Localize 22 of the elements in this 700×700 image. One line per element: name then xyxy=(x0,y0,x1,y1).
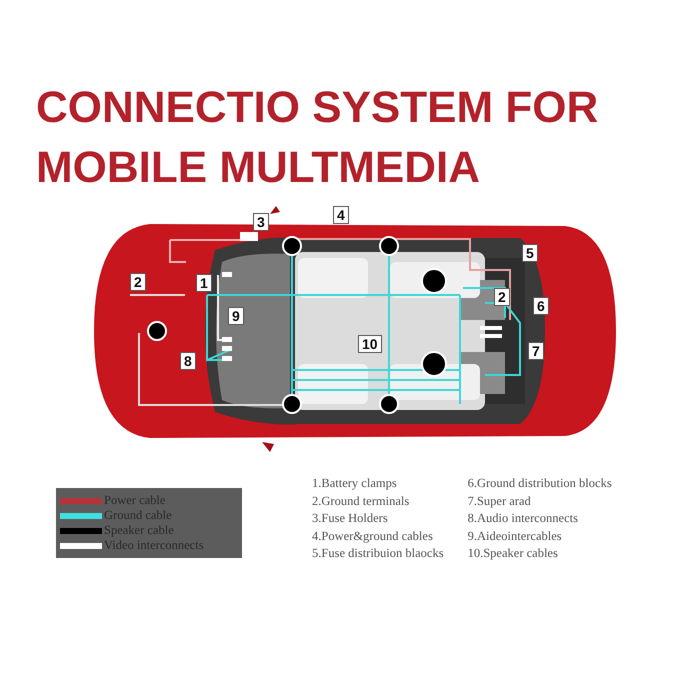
callout-number: 6 xyxy=(533,297,549,315)
parts-list-item: 7.Super arad xyxy=(468,494,532,510)
parts-list-item: 4.Power&ground cables xyxy=(312,528,434,545)
callout-number: 1 xyxy=(196,274,212,292)
title: CONNECTIO SYSTEM FOR MOBILE MULTMEDIA xyxy=(36,82,600,194)
callout-number: 4 xyxy=(333,206,349,224)
parts-list-item: 5.Fuse distribuion blaocks xyxy=(312,546,444,562)
callout-number: 9 xyxy=(228,307,244,325)
callout-number: 3 xyxy=(253,213,269,231)
callout-number: 2 xyxy=(130,273,146,291)
parts-list-item: 10.Speaker cables xyxy=(468,546,559,562)
parts-list-item: 1.Battery clamps xyxy=(312,476,398,492)
callout-number: 5 xyxy=(522,244,538,262)
callout-number: 8 xyxy=(180,352,196,370)
callout-number: 2 xyxy=(494,288,510,306)
parts-list-item: 3.Fuse Holders xyxy=(312,511,389,527)
callout-number: 10 xyxy=(358,335,382,353)
callout-number: 7 xyxy=(528,342,544,360)
parts-list-item: 6.Ground distribution blocks xyxy=(468,476,612,492)
parts-list-item: 9.Aideointercables xyxy=(468,528,563,544)
parts-list-item: 8.Audio interconnects xyxy=(468,511,579,527)
parts-list-item: 2.Ground terminals xyxy=(312,494,410,510)
